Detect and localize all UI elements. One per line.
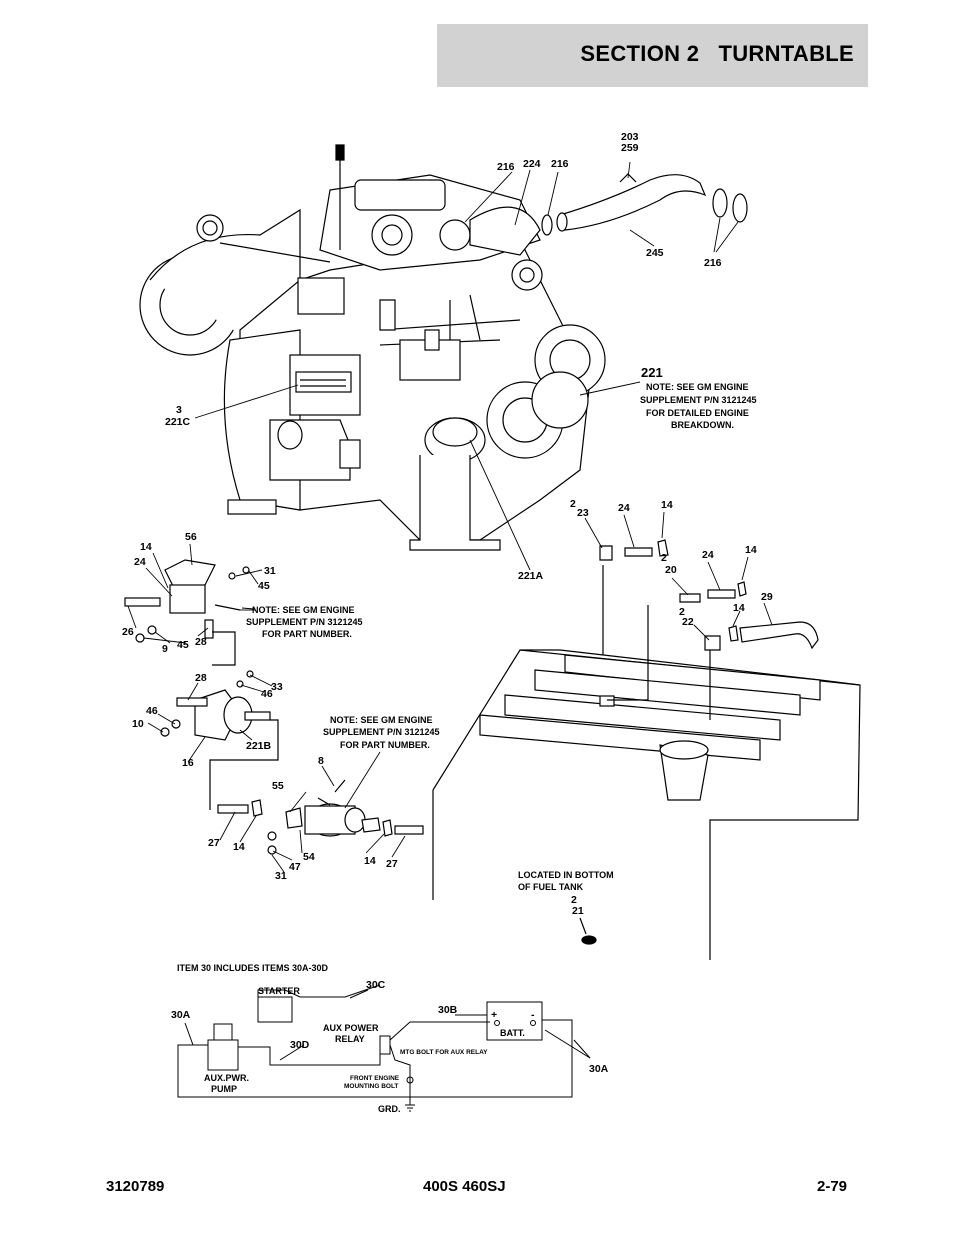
section-header: SECTION 2 TURNTABLE <box>437 24 868 87</box>
callout-216: 216 <box>704 257 722 269</box>
callout-20: 20 <box>665 564 677 576</box>
callout-30A: 30A <box>171 1009 191 1021</box>
callout-2: 2 <box>571 894 577 906</box>
part-note-2-line-3: FOR PART NUMBER. <box>340 740 430 750</box>
callout-14: 14 <box>745 544 757 556</box>
item30-note: ITEM 30 INCLUDES ITEMS 30A-30D <box>177 963 329 973</box>
callout-29: 29 <box>761 591 773 603</box>
engine-note-line-3: FOR DETAILED ENGINE <box>646 408 749 418</box>
wiring-diagram <box>177 984 591 1112</box>
callout-14: 14 <box>233 841 245 853</box>
callout-221: 221 <box>641 365 663 380</box>
callout-46: 46 <box>261 688 273 700</box>
section-title: SECTION 2 TURNTABLE <box>580 41 854 66</box>
leader-lines <box>127 161 773 873</box>
tank-note-line-2: OF FUEL TANK <box>518 882 584 892</box>
callout-47: 47 <box>289 861 301 873</box>
callout-2: 2 <box>661 552 667 564</box>
callout-27: 27 <box>386 858 398 870</box>
callout-45: 45 <box>258 580 270 592</box>
model-number: 400S 460SJ <box>423 1178 506 1195</box>
engine-note-line-4: BREAKDOWN. <box>671 420 734 430</box>
callout-24: 24 <box>702 549 714 561</box>
callout-10: 10 <box>132 718 144 730</box>
callout-203: 203 <box>621 131 639 143</box>
mtg-bolt-label: MTG BOLT FOR AUX RELAY <box>400 1049 488 1056</box>
callout-16: 16 <box>182 757 194 769</box>
callout-30A: 30A <box>589 1063 609 1075</box>
callout-54: 54 <box>303 851 315 863</box>
engine-note-line-1: NOTE: SEE GM ENGINE <box>646 382 749 392</box>
part-note-2-line-1: NOTE: SEE GM ENGINE <box>330 715 433 725</box>
part-note-1-line-2: SUPPLEMENT P/N 3121245 <box>246 617 363 627</box>
callout-14: 14 <box>140 541 152 553</box>
part-note-1-line-1: NOTE: SEE GM ENGINE <box>252 605 355 615</box>
page-number: 2-79 <box>817 1178 848 1195</box>
callout-26: 26 <box>122 626 134 638</box>
pump-assembly-middle <box>160 670 279 810</box>
batt-label: BATT. <box>500 1028 525 1038</box>
part-note-2-line-2: SUPPLEMENT P/N 3121245 <box>323 727 440 737</box>
callout-9: 9 <box>162 643 168 655</box>
callout-224: 224 <box>523 158 541 170</box>
callout-221C: 221C <box>165 416 191 428</box>
callout-30B: 30B <box>438 1004 458 1016</box>
callout-23: 23 <box>577 507 589 519</box>
callout-2: 2 <box>679 606 685 618</box>
starter-label: STARTER <box>258 986 300 996</box>
callout-24: 24 <box>134 556 146 568</box>
callout-56: 56 <box>185 531 197 543</box>
batt-plus: + <box>491 1009 497 1021</box>
callout-216: 216 <box>497 161 515 173</box>
callout-46: 46 <box>146 705 158 717</box>
callout-33: 33 <box>271 681 283 693</box>
batt-minus: - <box>531 1009 535 1021</box>
aux-power-relay-line-1: AUX POWER <box>323 1023 379 1033</box>
fuel-filter-assembly <box>217 779 424 855</box>
doc-number: 3120789 <box>106 1178 165 1195</box>
aux-power-relay-line-2: RELAY <box>335 1034 365 1044</box>
front-engine-line-1: FRONT ENGINE <box>350 1075 400 1082</box>
hose-245 <box>541 173 748 236</box>
callout-31: 31 <box>264 565 276 577</box>
callout-259: 259 <box>621 142 639 154</box>
callout-14: 14 <box>661 499 673 511</box>
callout-14: 14 <box>733 602 745 614</box>
callout-24: 24 <box>618 502 630 514</box>
callout-221B: 221B <box>246 740 272 752</box>
part-note-1-line-3: FOR PART NUMBER. <box>262 629 352 639</box>
tank-note-line-1: LOCATED IN BOTTOM <box>518 870 614 880</box>
callout-2: 2 <box>570 498 576 510</box>
callout-30D: 30D <box>290 1039 310 1051</box>
callout-221A: 221A <box>518 570 544 582</box>
callout-55: 55 <box>272 780 284 792</box>
callout-14: 14 <box>364 855 376 867</box>
callout-31: 31 <box>275 870 287 882</box>
callout-8: 8 <box>318 755 324 767</box>
aux-pump-line-1: AUX.PWR. <box>204 1073 249 1083</box>
callout-45: 45 <box>177 639 189 651</box>
callout-21: 21 <box>572 905 584 917</box>
callout-216: 216 <box>551 158 569 170</box>
callout-27: 27 <box>208 837 220 849</box>
engine-assembly <box>139 144 606 551</box>
fuel-tank <box>432 565 861 960</box>
callout-28: 28 <box>195 636 207 648</box>
engine-note-line-2: SUPPLEMENT P/N 3121245 <box>640 395 757 405</box>
callout-3: 3 <box>176 404 182 416</box>
front-engine-line-2: MOUNTING BOLT <box>344 1083 398 1090</box>
grd-label: GRD. <box>378 1104 401 1114</box>
callout-28: 28 <box>195 672 207 684</box>
aux-pump-line-2: PUMP <box>211 1084 237 1094</box>
callout-30C: 30C <box>366 979 386 991</box>
callout-245: 245 <box>646 247 664 259</box>
callout-22: 22 <box>682 616 694 628</box>
